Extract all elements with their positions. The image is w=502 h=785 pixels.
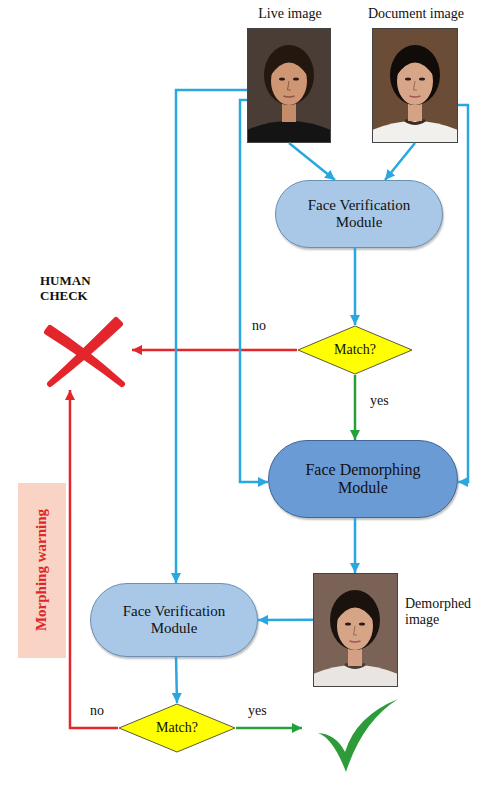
cross-stroke [50, 320, 120, 384]
node-text: Match? [334, 342, 376, 358]
photo-eye [345, 623, 351, 626]
photo-fringe [397, 55, 433, 75]
decision-diamond: Match? [118, 703, 236, 753]
edge-label: yes [248, 703, 267, 719]
yes-arrow [236, 727, 302, 730]
photo-eye [293, 77, 299, 80]
document-photo [372, 28, 458, 143]
photo-fringe [271, 55, 307, 75]
node-text: Match? [156, 720, 198, 736]
flow-arrow [354, 248, 357, 325]
flow-arrow [175, 657, 178, 703]
photo-eye [359, 623, 365, 626]
flow-arrow [458, 105, 468, 482]
node-text: Face Demorphing Module [293, 461, 433, 498]
photo-mouth [284, 96, 295, 97]
edge-label: no [252, 318, 266, 334]
photo-mouth [350, 641, 361, 642]
demorphed-photo [313, 573, 398, 687]
decision-diamond: Match? [297, 325, 413, 375]
node-text: Live image [218, 6, 362, 22]
flow-arrow [354, 375, 357, 440]
node-text: Face Verification Module [294, 197, 424, 232]
photo-background [313, 573, 398, 687]
photo-mouth [410, 96, 421, 97]
process-box: Face Verification Module [90, 583, 258, 657]
photo-nose [414, 81, 418, 90]
photo-shirt [313, 665, 398, 687]
photo-shirt [247, 121, 331, 143]
flow-arrow [258, 618, 313, 621]
photo-frame: Live image [247, 28, 331, 143]
node-text: Document image [343, 6, 489, 22]
process-box: Face Demorphing Module [268, 440, 458, 518]
photo-hair [330, 590, 380, 650]
node-text: Face Verification Module [109, 603, 239, 638]
edge-label: no [90, 703, 104, 719]
flow-arrow [240, 100, 268, 482]
photo-shirt [372, 121, 458, 143]
node-text: HUMAN CHECK [40, 274, 104, 304]
photo-nose [288, 81, 292, 90]
node-text: Demorphed image [405, 596, 483, 628]
flow-arrow [385, 143, 415, 180]
flow-arrow [289, 143, 335, 180]
live-photo [247, 28, 331, 143]
flow-arrow [70, 390, 118, 728]
decision-shape [119, 704, 235, 752]
reject-symbol: HUMAN CHECK [36, 270, 132, 390]
flow-arrow [354, 518, 357, 573]
photo-eye [419, 78, 425, 81]
photo-fringe [337, 600, 373, 620]
photo-frame: Demorphed image [313, 573, 398, 687]
flow-arrow [176, 90, 247, 583]
photo-background [372, 28, 458, 143]
check-mark [318, 699, 398, 772]
warning-band: Morphing warning [18, 483, 66, 658]
edge-label: yes [370, 393, 389, 409]
photo-eye [405, 78, 411, 81]
photo-hair [264, 45, 314, 105]
node-text: Morphing warning [33, 509, 50, 631]
photo-hair [390, 45, 440, 105]
decision-shape [298, 326, 412, 374]
photo-background [247, 28, 331, 143]
photo-eye [279, 77, 285, 80]
photo-frame: Document image [372, 28, 458, 143]
process-box: Face Verification Module [275, 180, 443, 248]
photo-nose [354, 626, 358, 635]
flow-arrow [132, 349, 297, 352]
